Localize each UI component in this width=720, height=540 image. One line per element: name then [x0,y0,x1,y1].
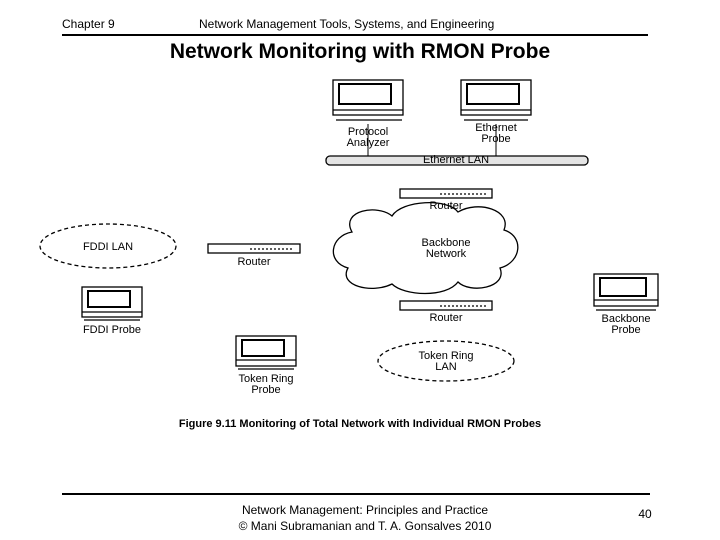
ethernet-probe-line1: Ethernet [475,122,517,134]
router-left-icon [207,243,301,254]
token-ring-lan-line2: LAN [435,361,457,373]
token-ring-lan-line1: Token Ring [418,350,474,362]
backbone-network-label: Backbone Network [396,238,496,260]
router-top-icon [399,188,493,199]
router-top-label: Router [429,200,463,212]
ethernet-probe-line2: Probe [481,133,511,145]
page-number: 40 [638,507,652,521]
backbone-probe-computer-icon [593,273,659,311]
token-ring-probe-line1: Token Ring [238,373,294,385]
fddi-lan-ring [39,223,177,269]
ethernet-lan-bus [325,124,589,166]
protocol-analyzer-line2: Analyzer [346,137,390,149]
header-rule [62,34,648,36]
backbone-network-line2: Network [425,248,467,260]
fddi-probe-label: FDDI Probe [82,324,142,336]
protocol-analyzer-line1: Protocol [347,126,389,138]
token-ring-probe-label: Token Ring Probe [216,374,316,396]
router-left-label: Router [237,256,271,268]
backbone-cloud [332,202,519,295]
fddi-lan-label: FDDI LAN [82,241,134,253]
backbone-probe-line2: Probe [611,324,641,336]
token-ring-lan [377,340,515,382]
router-bottom-label: Router [429,312,463,324]
footer-line2: © Mani Subramanian and T. A. Gonsalves 2… [238,519,492,533]
token-ring-probe-line2: Probe [251,384,281,396]
token-ring-lan-label: Token Ring LAN [396,351,496,373]
router-bottom-icon [399,300,493,311]
protocol-analyzer-computer-icon [332,79,404,121]
figure-caption: Figure 9.11 Monitoring of Total Network … [178,418,542,430]
backbone-network-line1: Backbone [421,237,471,249]
slide-title: Network Monitoring with RMON Probe [169,40,551,63]
ethernet-lan-label: Ethernet LAN [422,154,490,166]
fddi-probe-computer-icon [81,286,143,321]
protocol-analyzer-label: Protocol Analyzer [328,127,408,149]
ethernet-probe-label: Ethernet Probe [456,123,536,145]
backbone-probe-label: Backbone Probe [586,314,666,336]
ethernet-probe-computer-icon [460,79,532,121]
token-ring-probe-computer-icon [235,335,297,370]
footer-text: Network Management: Principles and Pract… [200,502,530,534]
footer-rule [62,493,650,495]
backbone-probe-line1: Backbone [601,313,651,325]
footer-line1: Network Management: Principles and Pract… [241,503,489,517]
book-title: Network Management Tools, Systems, and E… [199,17,495,31]
chapter-label: Chapter 9 [62,17,115,31]
